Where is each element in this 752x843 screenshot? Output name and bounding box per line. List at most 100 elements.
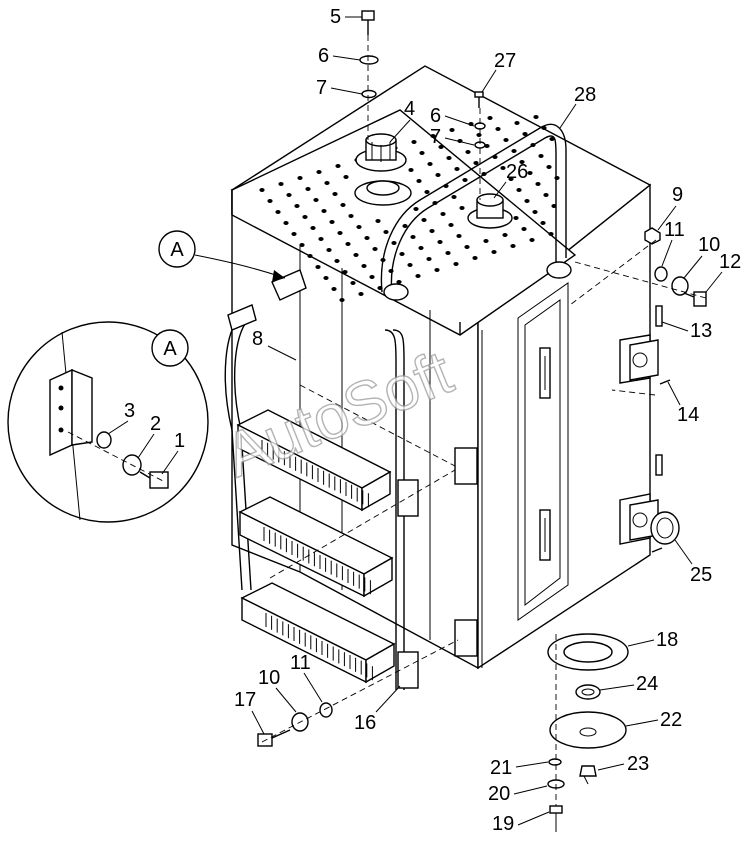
deck-hole (438, 145, 444, 149)
callout-21: 21 (490, 757, 512, 779)
callout-13: 13 (690, 320, 712, 342)
deck-hole (424, 190, 430, 194)
filler-cap (354, 133, 412, 206)
deck-hole (522, 132, 528, 136)
deck-hole (340, 203, 346, 207)
deck-hole (440, 212, 446, 216)
deck-hole (430, 134, 436, 138)
deck-hole (513, 216, 519, 220)
deck-hole (500, 166, 506, 170)
deck-hole (391, 241, 397, 245)
deck-hole (519, 160, 525, 164)
deck-hole (396, 280, 402, 284)
deck-hole (427, 162, 433, 166)
callout-14: 14 (677, 404, 699, 426)
deck-hole (348, 214, 354, 218)
deck-hole (484, 144, 490, 148)
callout-11b: 11 (290, 652, 311, 674)
deck-hole (453, 262, 459, 266)
deck-hole (549, 137, 555, 141)
deck-hole (446, 156, 452, 160)
deck-hole (286, 193, 292, 197)
deck-hole (429, 229, 435, 233)
deck-hole (305, 187, 311, 191)
deck-hole (321, 209, 327, 213)
deck-hole (445, 251, 451, 255)
assembly-lines (261, 35, 707, 806)
ladder (224, 269, 419, 690)
deck-hole (532, 210, 538, 214)
breather-cap (467, 193, 513, 229)
deck-hole (472, 256, 478, 260)
deck-hole (510, 244, 516, 248)
deck-hole (358, 292, 364, 296)
deck-hole (267, 199, 273, 203)
deck-hole (535, 182, 541, 186)
callout-22: 22 (660, 709, 682, 731)
deck-hole (487, 116, 493, 120)
drain-plug (579, 765, 597, 785)
callout-28: 28 (574, 84, 596, 106)
callout-10b: 10 (258, 667, 280, 689)
deck-hole (331, 287, 337, 291)
deck-hole (421, 218, 427, 222)
callout-labels: 5 6 7 4 27 6 7 28 26 9 11 10 12 13 14 25… (107, 6, 741, 835)
deck-hole (315, 265, 321, 269)
deck-hole (275, 210, 281, 214)
callout-23: 23 (627, 753, 649, 775)
callout-1: 1 (174, 430, 185, 452)
deck-hole (529, 238, 535, 242)
deck-hole (527, 171, 533, 175)
deck-hole (283, 221, 289, 225)
callout-8: 8 (252, 328, 263, 350)
callout-10: 10 (698, 234, 720, 256)
deck-hole (524, 199, 530, 203)
drain-gasket (547, 633, 629, 671)
deck-hole (350, 281, 356, 285)
callout-2: 2 (150, 413, 161, 435)
deck-hole (434, 268, 440, 272)
deck-hole (511, 149, 517, 153)
deck-hole (473, 161, 479, 165)
deck-hole (410, 235, 416, 239)
deck-hole (372, 247, 378, 251)
callout-5: 5 (330, 6, 341, 28)
deck-hole (369, 275, 375, 279)
deck-hole (356, 225, 362, 229)
deck-hole (451, 195, 457, 199)
deck-hole (548, 232, 554, 236)
deck-hole (459, 206, 465, 210)
handrail (380, 123, 572, 301)
deck-hole (259, 188, 265, 192)
deck-hole (546, 165, 552, 169)
deck-hole (435, 173, 441, 177)
callout-9: 9 (672, 184, 683, 206)
deck-hole (323, 276, 329, 280)
deck-hole (342, 270, 348, 274)
deck-hole (291, 232, 297, 236)
deck-hole (540, 221, 546, 225)
deck-hole (402, 224, 408, 228)
deck-hole (508, 177, 514, 181)
drain-cover-plate (549, 711, 627, 749)
deck-hole (462, 178, 468, 182)
deck-hole (324, 181, 330, 185)
callout-3: 3 (124, 400, 135, 422)
deck-hole (491, 250, 497, 254)
callout-26: 26 (506, 161, 528, 183)
deck-hole (294, 204, 300, 208)
deck-hole (345, 242, 351, 246)
callout-7: 7 (316, 77, 327, 99)
drain-bushing (575, 684, 601, 700)
deck-hole (326, 248, 332, 252)
deck-hole (543, 193, 549, 197)
callout-20: 20 (488, 783, 510, 805)
deck-hole (364, 236, 370, 240)
detail-view-a (7, 321, 209, 523)
deck-hole (399, 252, 405, 256)
deck-hole (334, 259, 340, 263)
deck-hole (299, 243, 305, 247)
callout-11: 11 (664, 219, 685, 241)
deck-hole (335, 164, 341, 168)
